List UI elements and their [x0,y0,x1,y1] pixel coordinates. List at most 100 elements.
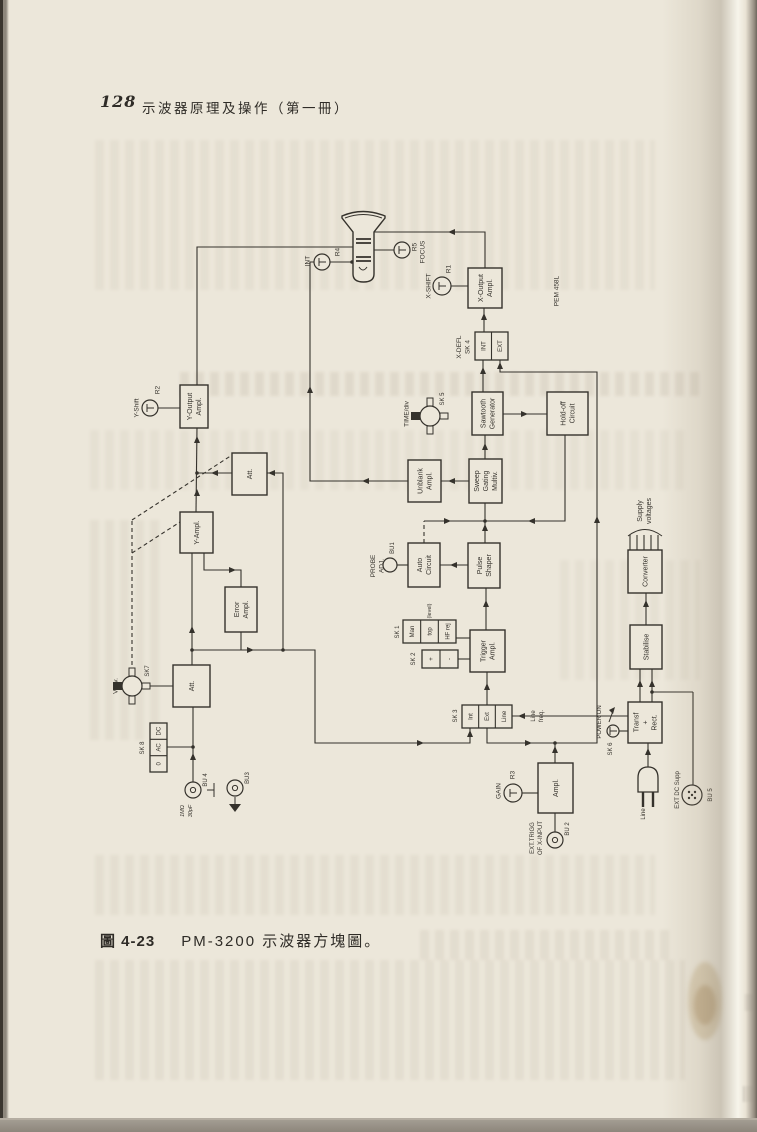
arrowhead [484,683,490,690]
arrowhead [450,562,457,568]
rotated-label-text: INT [481,341,487,351]
arrowhead [194,489,200,496]
auto-circuit-box [407,542,441,588]
bu1-probe-adj-terminal [382,557,398,573]
holdoff-circuit-box [546,391,589,436]
page-left-edge [0,0,9,1132]
junction-dot [483,519,487,523]
arrowhead [189,626,195,633]
att-lower-box [172,664,211,708]
arrowhead [444,518,451,524]
label-r2-label: R2 [154,385,161,394]
junction-dot [190,648,194,652]
rotated-label-text: Line [641,808,647,820]
terminal-bu4-input-terminal [184,781,202,799]
bu2-ext-trigg-terminal [546,831,564,849]
label-sk8-label: SK 8 [140,741,146,755]
knob-r2-y-shift-knob [141,399,159,417]
rotated-label-text: - [447,658,453,660]
rotated-label-text: Stabilise [643,634,650,661]
arrowhead [552,746,558,753]
arrowhead [497,362,503,369]
rotated-label-text: 0 [157,762,163,766]
label-sk3-label: SK 3 [453,709,459,723]
label-bu1-label: BU1 [390,542,396,554]
rotated-label-text: SK 8 [140,741,146,755]
rotated-label-text: BU3 [245,772,251,784]
label-r5-label: R5 [411,242,418,251]
arrowhead [482,524,488,531]
rotated-label-text: AC [157,743,163,752]
rotated-label-text: Ext [485,712,491,721]
rotated-label-text: Transf+Rect. [633,713,658,733]
knob-r5-focus-knob [393,241,411,259]
rotated-label-text: BU 2 [565,822,571,836]
arrowhead [594,516,600,523]
unblank-ampl-box [407,459,442,503]
crt-tube [341,210,386,283]
figure-title: PM-3200 示波器方塊圖。 [181,933,382,950]
rotated-label-text: Y-Ampl. [194,520,201,544]
arrowhead [643,600,649,607]
label-line-plug-label: Line [641,808,647,820]
label-sk5-label: SK 5 [440,392,446,406]
connection-lines [131,231,694,832]
ext-trigger-ampl-box [537,762,574,814]
arrowhead [645,748,651,755]
rotated-label-text: FOCUS [419,240,426,263]
bleed-through-text [90,430,690,490]
rotated-label-text: R2 [154,385,161,394]
rotated-label-text: HF rej [445,623,451,639]
page-number: 128 [100,92,137,111]
rotated-label-text: GAIN [495,783,502,799]
rotated-label-text: SK7 [145,665,151,677]
rotated-label-text: + [429,657,435,661]
signal-line [424,435,566,522]
ground-symbol [229,797,241,812]
arrowhead [417,740,424,746]
label-time-div-label: TIME/div [403,400,410,426]
block-stabilise: Stabilise [629,624,663,670]
rotated-label-text: PEM 458L [553,275,560,306]
junction-dots [190,260,654,749]
rotated-label-text: V/div. [112,678,119,694]
label-sk6-label: SK 6 [608,742,614,756]
rotated-label-text: SK 6 [608,742,614,756]
mechanical-link-line [131,521,181,554]
arrowhead [649,680,655,687]
crt-deflection-plates [356,238,371,262]
arrowhead [483,600,489,607]
mechanical-link-line [131,454,233,521]
label-sk1-label: SK 1 [395,625,401,639]
rotated-label-text: R5 [411,242,418,251]
bleed-through-text [95,855,655,915]
arrowhead [525,740,532,746]
junction-dot [191,745,195,749]
arrowhead [637,680,643,687]
arrowhead [362,478,369,484]
book-title: 示波器原理及操作（第一冊） [142,101,350,116]
arrowhead [307,386,313,393]
